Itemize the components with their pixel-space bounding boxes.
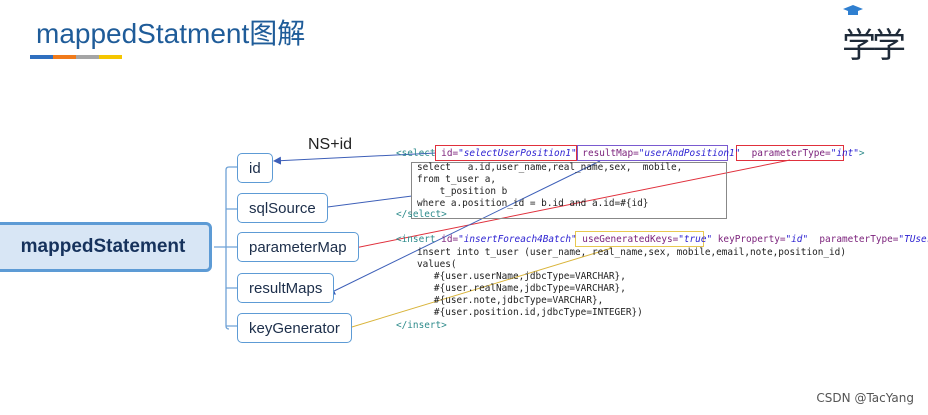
tree-connector xyxy=(214,166,238,330)
node-parametermap: parameterMap xyxy=(237,232,359,262)
highlight-select-body xyxy=(411,162,727,219)
node-resultmaps: resultMaps xyxy=(237,273,335,303)
arrow-keygenerator xyxy=(341,247,613,332)
color-accent-bar xyxy=(30,55,122,59)
highlight-select-resultmap xyxy=(577,145,728,161)
insert-body: insert into t_user (user_name, real_name… xyxy=(417,247,846,318)
insert-open-line: <insert id="insertForeach4Batch" useGene… xyxy=(396,234,928,245)
accent-bar-blue xyxy=(30,55,53,59)
node-keygenerator: keyGenerator xyxy=(237,313,352,343)
highlight-insert-usegeneratedkeys xyxy=(575,231,704,247)
node-id: id xyxy=(237,153,273,183)
select-close-line: </select> xyxy=(396,209,447,220)
ns-id-label: NS+id xyxy=(308,136,353,153)
arrow-resultmaps xyxy=(327,160,601,295)
select-open-line: <select id="selectUserPosition1" resultM… xyxy=(396,148,865,159)
mortarboard-icon xyxy=(843,5,863,15)
highlight-select-parametertype xyxy=(736,145,844,161)
arrow-id xyxy=(273,152,437,165)
highlight-select-id xyxy=(435,145,577,161)
accent-bar-orange xyxy=(53,55,76,59)
insert-close-line: </insert> xyxy=(396,320,447,331)
root-node-mappedstatement: mappedStatement xyxy=(0,222,212,272)
select-body: select a.id,user_name,real_name,sex, mob… xyxy=(417,162,683,209)
accent-bar-gray xyxy=(76,55,99,59)
arrow-parametermap xyxy=(349,159,791,252)
arrow-sqlsource xyxy=(319,195,413,212)
page-title: mappedStatment图解 xyxy=(36,18,306,49)
accent-bar-yellow xyxy=(99,55,122,59)
node-sqlsource: sqlSource xyxy=(237,193,328,223)
logo: 学学 xyxy=(834,4,910,66)
logo-text: 学学 xyxy=(842,26,906,66)
watermark: CSDN @TacYang xyxy=(816,391,914,405)
